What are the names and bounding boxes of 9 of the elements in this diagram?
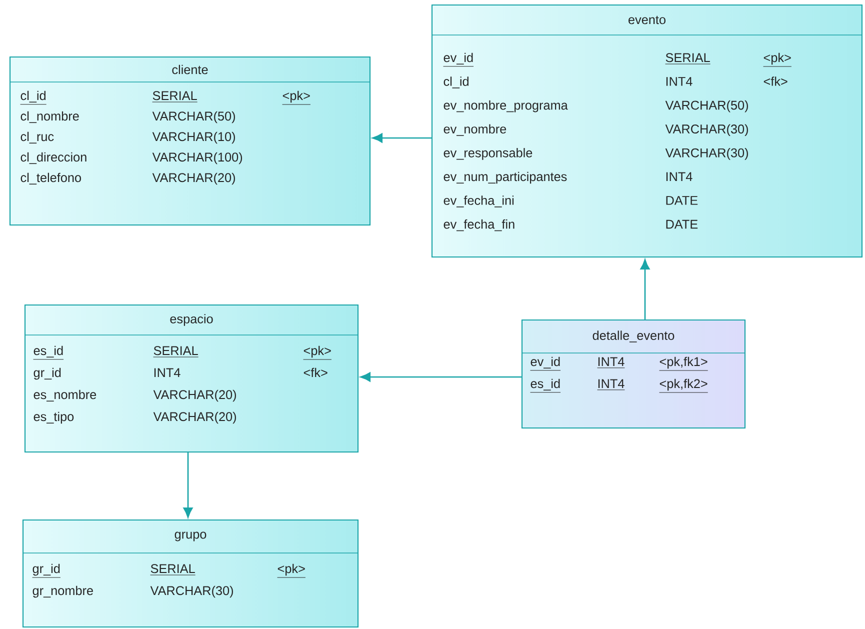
arrow xyxy=(183,452,193,518)
arrow xyxy=(640,259,650,320)
entity-table: espacio es_id SERIAL <pk> gr_id INT4 <fk> es_nombre VARCHAR(20) es_tipo VARCHAR(20) xyxy=(24,304,359,453)
entity-table: detalle_evento ev_id INT4 <pk,fk1> es_id INT4 <pk,fk2> xyxy=(521,319,746,429)
entity-table: evento ev_id SERIAL <pk> cl_id INT4 <fk> ev_nombre_programa VARCHAR(50) ev_nombre VARCHAR(30) ev_responsable VARCHAR(30) ev_num_participantes INT4 ev_fecha_ini DATE ev_fecha_fin DATE xyxy=(431,4,863,258)
arrow xyxy=(372,133,432,143)
arrow xyxy=(360,372,522,382)
entity-table: grupo gr_id SERIAL <pk> gr_nombre VARCHAR(30) xyxy=(22,519,359,628)
entity-table: cliente cl_id SERIAL <pk> cl_nombre VARCHAR(50) cl_ruc VARCHAR(10) cl_direccion VARCHAR(100) cl_telefono VARCHAR(20) xyxy=(9,56,371,226)
